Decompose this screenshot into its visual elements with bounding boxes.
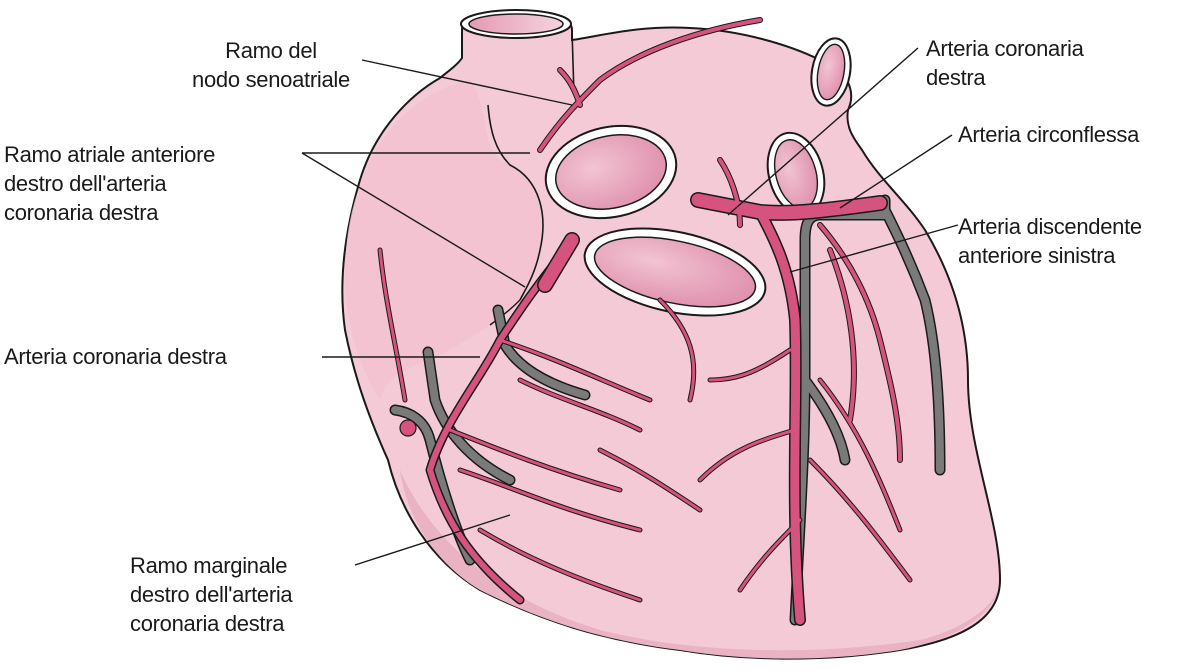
leader-rca-top — [727, 47, 919, 216]
leader-anterior-atrial-2 — [301, 152, 526, 288]
label-right-marginal-branch: Ramo marginale destro dell'arteria coron… — [130, 551, 293, 638]
leader-circumflex — [839, 134, 953, 209]
label-right-coronary-artery-left: Arteria coronaria destra — [4, 342, 227, 371]
coronary-arteries — [377, 17, 913, 626]
leader-sa-node — [361, 59, 573, 106]
label-line: coronaria destra — [130, 611, 285, 636]
aorta-opening — [544, 124, 678, 220]
label-sa-node-branch: Ramo del nodo senoatriale — [176, 36, 366, 94]
pulmonary-vein-lower — [766, 131, 826, 217]
label-line: destra — [926, 65, 986, 90]
label-line: Ramo del — [225, 38, 317, 63]
pulmonary-vein-upper — [810, 37, 852, 107]
label-anterior-atrial-branch: Ramo atriale anteriore destro dell'arter… — [4, 140, 215, 227]
label-left-anterior-descending: Arteria discendente anteriore sinistra — [958, 212, 1142, 270]
leader-marginal — [354, 514, 511, 566]
pulmonary-trunk-opening — [583, 227, 767, 317]
label-line: Arteria coronaria destra — [4, 344, 227, 369]
label-line: anteriore sinistra — [958, 243, 1116, 268]
heart-body — [341, 10, 1002, 660]
label-line: destro dell'arteria — [4, 171, 167, 196]
leader-lad — [789, 224, 959, 273]
label-line: coronaria destra — [4, 200, 159, 225]
label-line: Arteria circonflessa — [958, 122, 1140, 147]
label-line: Arteria coronaria — [926, 36, 1084, 61]
label-circumflex-artery: Arteria circonflessa — [958, 120, 1139, 149]
label-right-coronary-artery-top: Arteria coronaria destra — [926, 34, 1084, 92]
label-line: Ramo atriale anteriore — [4, 142, 216, 167]
label-line: Arteria discendente — [958, 214, 1142, 239]
label-line: Ramo marginale — [130, 553, 288, 578]
label-line: destro dell'arteria — [130, 582, 293, 607]
leader-lines — [301, 47, 959, 566]
label-line: nodo senoatriale — [192, 67, 350, 92]
